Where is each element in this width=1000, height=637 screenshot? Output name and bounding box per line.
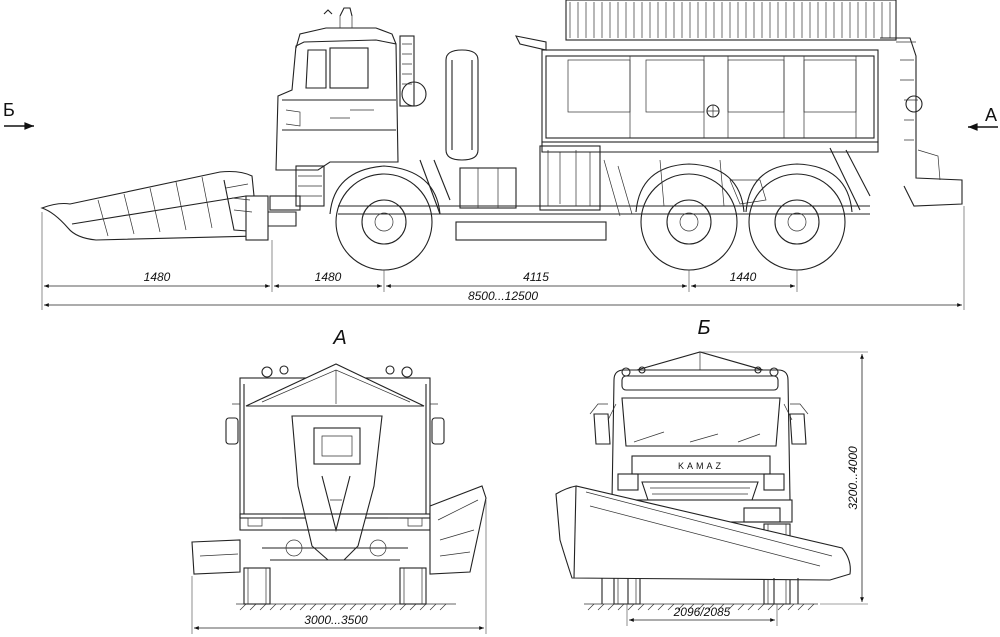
dim-wheelbase-rear: 1440 [691,270,795,288]
dim-label-wheelbase-front: 4115 [523,270,549,284]
dim-label-height: 3200...4000 [846,446,860,510]
section-label-a: А [985,105,997,125]
dim-label-width: 3000...3500 [304,613,368,627]
dim-label-wheelbase-rear: 1440 [730,270,757,284]
brand-text: KAMAZ [678,461,724,471]
dim-label-track: 2096/2085 [673,605,731,619]
dim-wheelbase-front: 4115 [386,270,687,288]
dim-overall-length: 8500...12500 [44,289,962,307]
dim-front-overhang: 1480 [274,270,382,288]
dim-label-plow-overhang: 1480 [144,270,171,284]
section-label-b: Б [3,100,15,120]
dim-label-overall-length: 8500...12500 [468,289,538,303]
dim-label-front-overhang: 1480 [315,270,342,284]
dump-body-side [515,0,963,211]
section-arrow-left: Б [3,100,34,130]
view-a-label: А [332,327,346,349]
side-view: Б А [3,0,998,310]
rear-wheel-1-side [635,163,745,271]
front-wheel-side [329,165,441,271]
dim-plow-overhang: 1480 [44,270,270,288]
cab-side [269,7,427,211]
view-a-rear: А [191,327,487,634]
view-b-label: Б [697,317,710,339]
chassis-side [338,49,870,241]
front-plow-side [40,170,297,241]
section-arrow-right: А [968,105,998,131]
rear-wheel-2-side [745,163,853,271]
view-b-front: Б KAMAZ [555,317,868,626]
side-extension-lines [41,206,965,310]
